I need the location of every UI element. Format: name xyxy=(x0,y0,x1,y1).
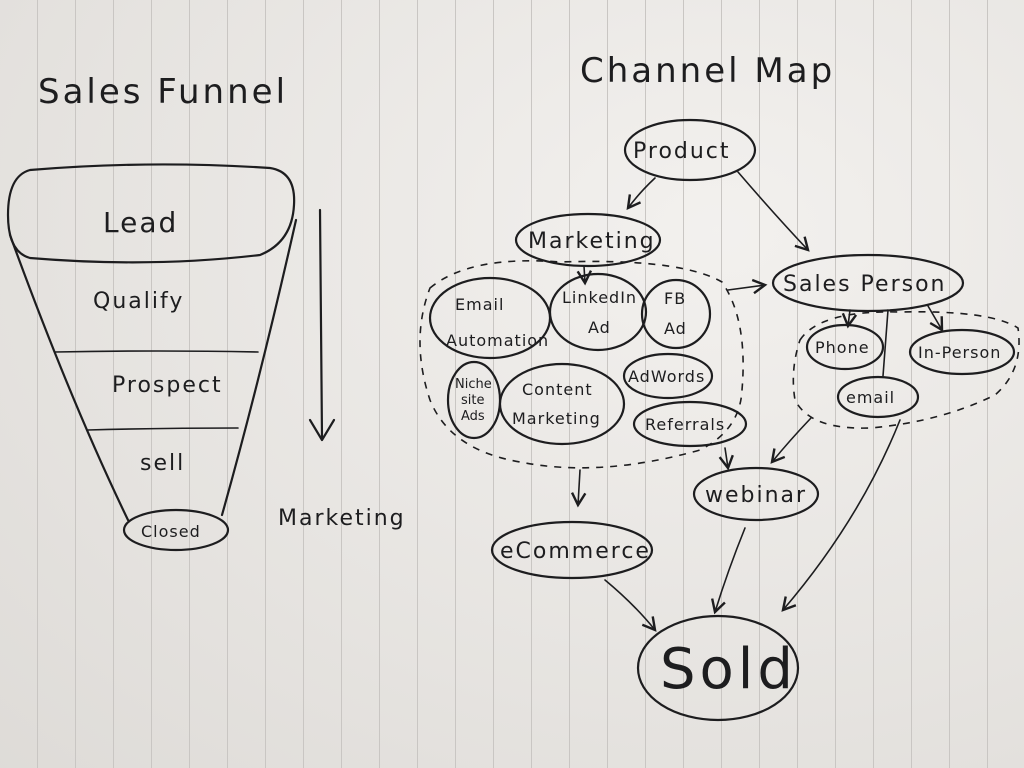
svg-text:site: site xyxy=(461,393,484,408)
node-niche-site-ads: Niche site Ads xyxy=(446,360,502,440)
svg-text:In-Person: In-Person xyxy=(918,343,1001,362)
funnel-stage-qualify: Qualify xyxy=(93,289,184,314)
node-email-automation: Email Automation xyxy=(428,276,552,360)
connector-arrows xyxy=(570,171,944,632)
svg-text:eCommerce: eCommerce xyxy=(500,539,651,564)
node-sold: Sold xyxy=(636,614,800,722)
svg-text:Ad: Ad xyxy=(588,318,611,337)
svg-text:Sales Person: Sales Person xyxy=(783,272,946,297)
svg-text:AdWords: AdWords xyxy=(628,367,705,386)
node-adwords: AdWords xyxy=(622,352,714,400)
node-email: email xyxy=(836,375,920,419)
svg-text:Referrals: Referrals xyxy=(645,415,725,434)
svg-text:webinar: webinar xyxy=(705,483,807,508)
svg-text:Ads: Ads xyxy=(461,409,485,424)
channel-map-title: Channel Map xyxy=(580,51,835,91)
node-fb-ad: FB Ad xyxy=(640,278,712,350)
marketing-channels-group xyxy=(419,259,744,469)
svg-text:LinkedIn: LinkedIn xyxy=(562,288,637,307)
funnel-stage-lead: Lead xyxy=(103,206,178,239)
funnel-shape xyxy=(6,163,298,522)
svg-text:FB: FB xyxy=(664,289,686,308)
node-sales-person: Sales Person xyxy=(771,253,965,313)
node-ecommerce: eCommerce xyxy=(490,520,654,580)
node-linkedin-ad: LinkedIn Ad xyxy=(548,272,648,352)
funnel-stage-closed: Closed xyxy=(122,508,230,552)
svg-text:Product: Product xyxy=(633,139,731,164)
node-in-person: In-Person xyxy=(908,328,1016,376)
node-product: Product xyxy=(623,118,757,182)
svg-text:Marketing: Marketing xyxy=(528,229,656,254)
svg-text:Marketing: Marketing xyxy=(512,409,601,428)
svg-text:email: email xyxy=(846,388,895,407)
svg-text:Ad: Ad xyxy=(664,319,687,338)
node-phone: Phone xyxy=(805,323,885,371)
node-referrals: Referrals xyxy=(632,400,748,448)
funnel-direction-arrow xyxy=(308,208,336,442)
funnel-stage-sell: sell xyxy=(140,451,185,476)
node-marketing: Marketing xyxy=(514,212,662,268)
svg-text:Content: Content xyxy=(522,380,593,399)
funnel-direction-label: Marketing xyxy=(278,506,406,531)
node-content-marketing: Content Marketing xyxy=(498,362,626,446)
sales-channels-group xyxy=(792,311,1020,429)
node-webinar: webinar xyxy=(692,466,820,522)
funnel-title: Sales Funnel xyxy=(38,72,288,112)
svg-text:Closed: Closed xyxy=(141,522,201,541)
svg-text:Email: Email xyxy=(455,295,504,314)
funnel-stage-prospect: Prospect xyxy=(112,373,223,398)
svg-text:Automation: Automation xyxy=(446,331,549,350)
svg-text:Sold: Sold xyxy=(660,637,797,702)
svg-text:Phone: Phone xyxy=(815,338,870,357)
svg-text:Niche: Niche xyxy=(455,377,492,392)
